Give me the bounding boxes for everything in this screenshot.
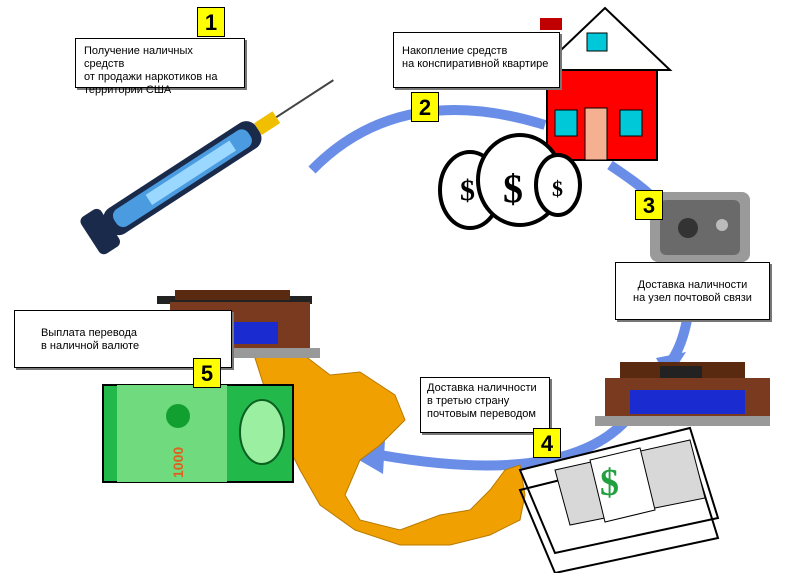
stack-dollar-sign: $ — [600, 462, 619, 504]
banknote-stack-icon: $ — [518, 426, 720, 573]
step-2-line: на конспиративной квартире — [402, 58, 549, 70]
step-5-line: Выплата перевода — [41, 327, 138, 339]
step-4-line: в третью страну — [427, 395, 510, 407]
syringe-icon — [80, 79, 334, 255]
step-1-line: от продажи наркотиков на — [84, 71, 218, 83]
step-5-badge: 5 — [193, 358, 221, 388]
step-1-line: Получение наличных средств — [84, 45, 193, 70]
step-4-line: почтовым переводом — [427, 408, 536, 420]
bag-dollar-sign: $ — [503, 166, 523, 211]
mexico-map-icon — [254, 351, 526, 546]
arrow-4-to-5 — [379, 405, 641, 471]
step-5-line: в наличной валюте — [41, 340, 140, 352]
step-3-line: на узел почтовой связи — [633, 292, 752, 304]
step-2-line: Накопление средств — [402, 45, 508, 57]
step-3-badge: 3 — [635, 190, 663, 220]
step-3-label: Доставка наличности на узел почтовой свя… — [615, 262, 770, 320]
step-1-line: территории США — [84, 84, 172, 96]
banknote-denomination: 1000 — [170, 447, 186, 478]
step-1-badge: 1 — [197, 7, 225, 37]
post-office-icon — [595, 362, 770, 426]
step-2-badge: 2 — [411, 92, 439, 122]
step-4-label: Доставка наличности в третью страну почт… — [420, 377, 550, 433]
money-bags-icon: $ $ $ — [438, 133, 582, 230]
step-1-label: Получение наличных средств от продажи на… — [75, 38, 245, 96]
foreign-banknote-icon: 1000 — [102, 384, 294, 483]
step-2-label: Накопление средств на конспиративной ква… — [393, 32, 560, 88]
house-icon — [537, 6, 673, 161]
step-4-line: Доставка наличности — [427, 382, 537, 394]
bag-dollar-sign: $ — [552, 176, 563, 201]
bag-dollar-sign: $ — [460, 174, 475, 207]
step-4-badge: 4 — [533, 428, 561, 458]
arrowhead-to-mexico — [352, 440, 385, 474]
safe-icon — [650, 192, 750, 262]
step-3-line: Доставка наличности — [637, 279, 748, 291]
